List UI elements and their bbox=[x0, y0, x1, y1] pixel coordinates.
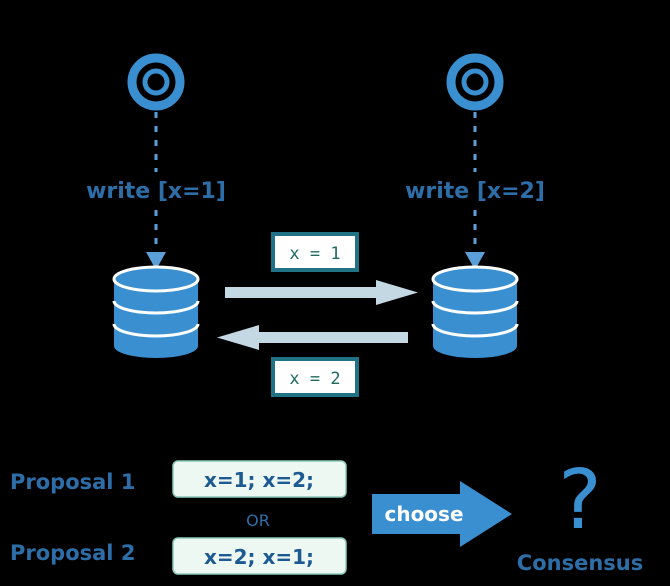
consensus-label: Consensus bbox=[517, 551, 643, 575]
write-label-right: write [x=2] bbox=[405, 179, 545, 204]
message-box-forward bbox=[271, 232, 359, 272]
client-left-icon bbox=[127, 53, 185, 111]
choose-arrow bbox=[372, 481, 512, 547]
database-left-icon bbox=[112, 265, 200, 358]
message-forward-label: x = 1 bbox=[289, 244, 340, 264]
write-arrowhead-right bbox=[465, 252, 485, 270]
proposal-2-label: Proposal 2 bbox=[10, 541, 135, 565]
write-label-left-bg bbox=[80, 172, 230, 208]
proposal-1-value: x=1; x=2; bbox=[204, 468, 314, 492]
write-label-right-bg bbox=[398, 172, 553, 208]
message-box-backward bbox=[271, 357, 359, 397]
database-right-icon bbox=[431, 265, 519, 358]
replication-arrow-forward bbox=[225, 280, 418, 305]
choose-label: choose bbox=[384, 502, 463, 526]
or-label: OR bbox=[246, 511, 270, 530]
proposal-1-box bbox=[172, 460, 347, 498]
question-mark-icon: ? bbox=[558, 453, 602, 548]
proposal-1-label: Proposal 1 bbox=[10, 470, 135, 494]
proposal-2-box bbox=[172, 537, 347, 575]
write-label-left: write [x=1] bbox=[86, 179, 226, 204]
proposal-2-value: x=2; x=1; bbox=[204, 545, 314, 569]
message-backward-label: x = 2 bbox=[289, 369, 340, 389]
replication-arrow-backward bbox=[217, 325, 408, 350]
write-arrowhead-left bbox=[146, 252, 166, 270]
client-right-icon bbox=[446, 53, 504, 111]
